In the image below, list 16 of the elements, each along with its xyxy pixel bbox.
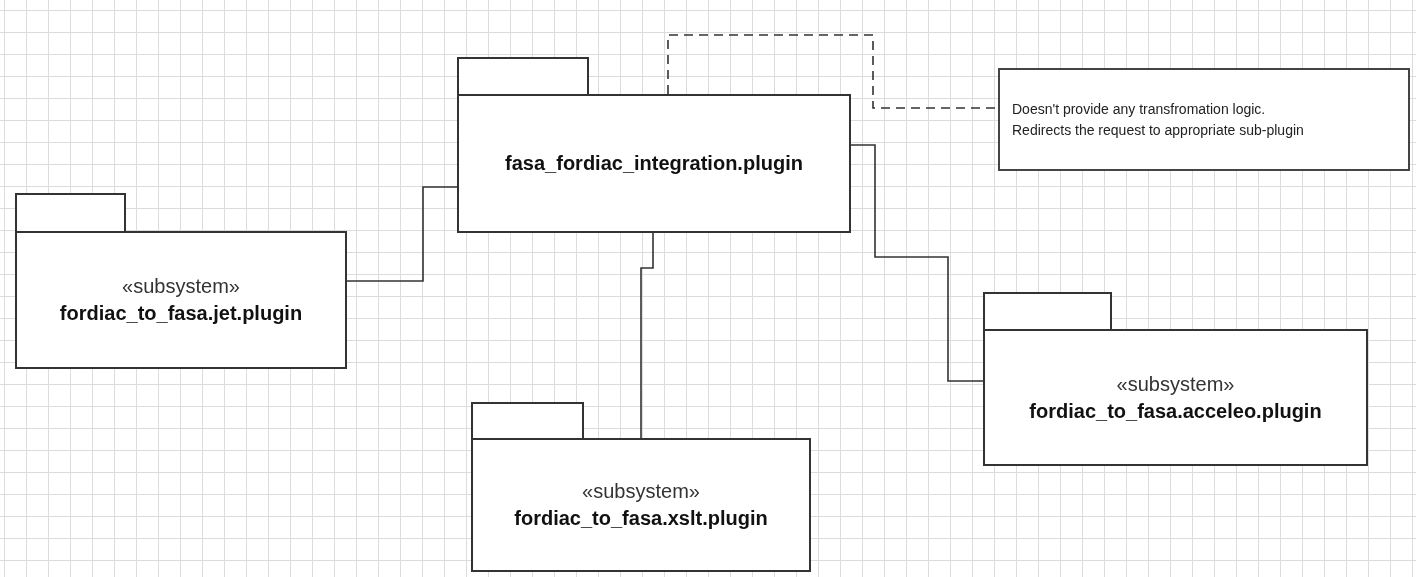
package-name: fordiac_to_fasa.xslt.plugin [514,507,768,530]
package-symbol [15,193,347,369]
package-symbol [457,57,851,233]
connector-line [850,144,984,382]
package-name: fordiac_to_fasa.acceleo.plugin [1029,399,1322,423]
package-symbol [983,292,1368,466]
note-text: Doesn't provide any transfromation logic. Redirects the request to appropriate sub-plugin [1012,99,1305,140]
package-name: fasa_fordiac_integration.plugin [505,152,803,175]
connector-line [346,186,458,282]
package-name: fordiac_to_fasa.jet.plugin [59,302,303,325]
stereotype-label: «subsystem» [122,275,240,298]
connector-line [640,232,654,439]
stereotype-label: «subsystem» [1116,372,1235,396]
stereotype-label: «subsystem» [582,480,700,503]
note-box [998,68,1410,171]
package-symbol [471,402,811,572]
